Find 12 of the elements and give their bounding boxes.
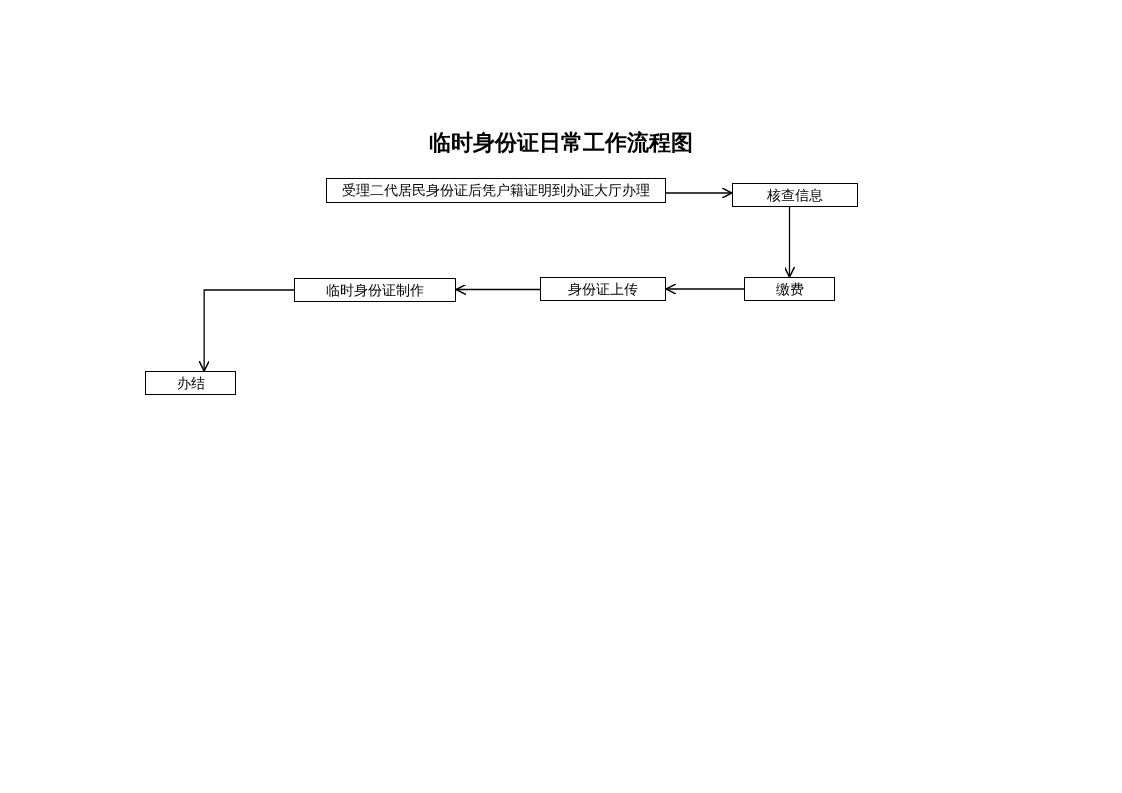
process-box: 受理二代居民身份证后凭户籍证明到办证大厅办理 [326, 178, 666, 203]
process-box: 办结 [145, 371, 236, 395]
process-box: 身份证上传 [540, 277, 666, 301]
process-box: 核查信息 [732, 183, 858, 207]
process-box: 临时身份证制作 [294, 278, 456, 302]
arrow [198, 289, 295, 372]
arrow [665, 187, 733, 199]
arrow [665, 283, 745, 295]
diagram-title: 临时身份证日常工作流程图 [428, 128, 694, 157]
arrow [783, 206, 796, 278]
arrow [455, 283, 541, 296]
process-box: 缴费 [744, 277, 835, 301]
